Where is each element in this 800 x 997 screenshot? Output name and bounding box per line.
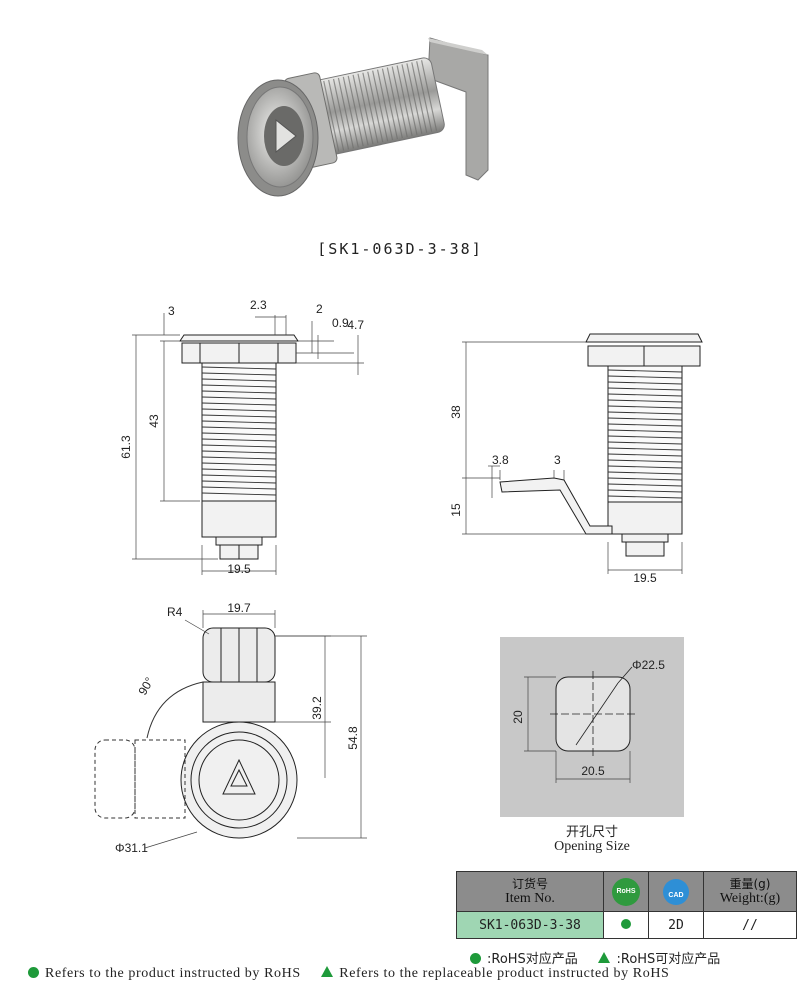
dim-2: 2 (316, 302, 323, 316)
opening-width: 20.5 (581, 764, 605, 778)
legend-en-replaceable: Refers to the replaceable product instru… (339, 966, 670, 981)
dim-3-side: 3 (554, 453, 561, 467)
rohs-dot-icon (28, 967, 39, 978)
dim-19-5-side: 19.5 (633, 571, 657, 585)
header-rohs: RoHS (603, 871, 649, 912)
header-item-cn: 订货号 (511, 877, 548, 891)
dim-0-9: 0.9 (332, 316, 349, 330)
header-item-en: Item No. (505, 891, 555, 906)
dim-3-8: 3.8 (492, 453, 509, 467)
cad-icon: CAD (663, 878, 689, 905)
header-weight-cn: 重量(g) (729, 877, 771, 891)
dim-39-2: 39.2 (310, 696, 324, 720)
header-weight: 重量(g) Weight:(g) (703, 871, 797, 912)
table-row: SK1-063D-3-38 2D // (456, 911, 797, 939)
dim-38: 38 (449, 405, 463, 419)
opening-title-cn: 开孔尺寸 (565, 825, 618, 840)
opening-size-drawing: Φ22.5 20 20.5 (500, 637, 684, 817)
product-caption: [SK1-063D-3-38] (317, 240, 483, 258)
spec-table: 订货号 Item No. RoHS CAD 重量(g) Weight:(g) S… (456, 871, 797, 939)
spec-table-header: 订货号 Item No. RoHS CAD 重量(g) Weight:(g) (456, 871, 797, 912)
dim-61-3: 61.3 (119, 435, 133, 459)
dim-90deg: 90° (135, 675, 156, 698)
side-view-drawing: 38 15 3.8 3 19.5 (449, 333, 703, 585)
legend-en-rohs: Refers to the product instructed by RoHS (45, 966, 301, 981)
front-view-drawing: 61.3 43 3 2.3 2 0.9 4.7 19.5 (119, 298, 364, 576)
rohs-dot-icon (621, 918, 631, 929)
rohs-icon: RoHS (612, 877, 640, 906)
product-photo (237, 37, 489, 197)
item-no-cell: SK1-063D-3-38 (456, 911, 604, 939)
legend-cn-replaceable: :RoHS可对应产品 (616, 952, 721, 967)
replaceable-triangle-icon (598, 952, 611, 963)
legend-en: Refers to the product instructed by RoHS… (28, 966, 669, 982)
rohs-dot-icon (470, 953, 481, 964)
opening-title-en: Opening Size (554, 839, 630, 854)
header-item-no: 订货号 Item No. (456, 871, 604, 912)
dim-15: 15 (449, 503, 463, 517)
dim-phi-31-1: Φ31.1 (115, 841, 148, 855)
dim-2-3: 2.3 (250, 298, 267, 312)
header-weight-en: Weight:(g) (719, 891, 781, 906)
opening-height: 20 (511, 710, 525, 724)
replaceable-triangle-icon (321, 966, 334, 977)
legend-cn-rohs: :RoHS对应产品 (487, 952, 578, 967)
dim-4-7: 4.7 (347, 318, 364, 332)
bottom-view-drawing: R4 19.7 90° 39.2 54.8 Φ31.1 (94, 601, 367, 855)
dim-43: 43 (147, 414, 161, 428)
legend-cn: :RoHS对应产品 :RoHS可对应产品 (470, 948, 720, 967)
dim-19-7: 19.7 (227, 601, 251, 615)
header-cad: CAD (648, 871, 704, 912)
dim-54-8: 54.8 (346, 726, 360, 750)
dim-r4: R4 (167, 605, 183, 619)
cad-cell: 2D (648, 911, 704, 939)
rohs-cell (603, 911, 649, 939)
dim-19-5: 19.5 (227, 562, 251, 576)
dim-3: 3 (168, 304, 175, 318)
opening-phi: Φ22.5 (632, 658, 665, 672)
weight-cell: // (703, 911, 797, 939)
